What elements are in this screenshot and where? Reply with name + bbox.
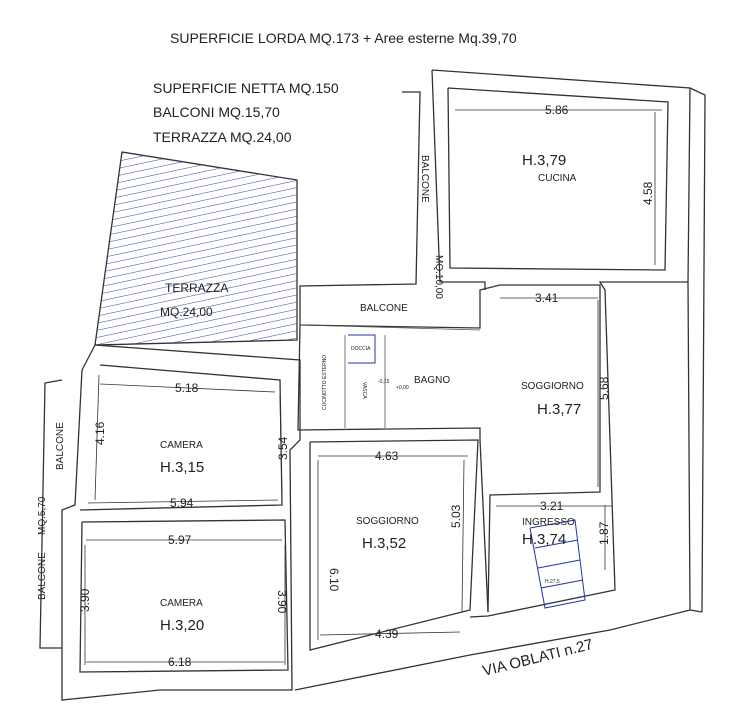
soggiorno-right-dim-width: 3.41 [535, 291, 559, 305]
room-cucina: 5.86 4.58 H.3,79 CUCINA [455, 103, 662, 265]
room-soggiorno-right: 3.41 5.68 SOGGIORNO H.3,77 [500, 291, 611, 487]
ingresso-stair: H.27,5 [545, 579, 560, 585]
ingresso-dim-height: 1.87 [597, 521, 611, 545]
gross-area-label: SUPERFICIE LORDA MQ.173 + Aree esterne M… [170, 30, 517, 46]
bagno-level2: -0,15 [378, 379, 390, 385]
camera-bottom-dim-bottom: 6.18 [168, 655, 192, 669]
cucina-height: H.3,79 [522, 152, 566, 169]
room-terrazza: TERRAZZA MQ.24,00 [94, 151, 298, 346]
soggiorno-center-height: H.3,52 [362, 535, 406, 552]
camera-bottom-dim-left: 3.90 [78, 588, 92, 612]
soggiorno-center-dim-bottom: 4.39 [375, 627, 399, 641]
net-area-label: SUPERFICIE NETTA MQ.150 [153, 80, 339, 96]
soggiorno-center-dim-top: 4.63 [375, 449, 399, 463]
terrazza-area: MQ.24,00 [160, 305, 213, 319]
balcone-left-name2: BALCONE [37, 552, 48, 600]
terrazza-name: TERRAZZA [165, 281, 228, 295]
bagno-level1: +0,00 [396, 385, 409, 391]
soggiorno-center-dim-left: 6.10 [327, 568, 341, 592]
soggiorno-right-name: SOGGIORNO [521, 381, 584, 392]
room-camera-bottom: 5.97 6.18 3.90 3.90 CAMERA H.3,20 [78, 533, 289, 669]
soggiorno-right-height: H.3,77 [537, 401, 581, 418]
camera-top-name: CAMERA [160, 440, 203, 451]
camera-top-dim-bottom: 5.94 [170, 496, 194, 510]
ingresso-name: INGRESSO [522, 517, 575, 528]
ingresso-height: H.3,74 [522, 531, 566, 548]
balcone-mid-name: BALCONE [360, 303, 408, 314]
bagno-doccia: DOCCIA [351, 346, 371, 352]
soggiorno-center-dim-right: 5.03 [449, 504, 463, 528]
camera-bottom-height: H.3,20 [160, 617, 204, 634]
balcone-cucina-area: MQ.10,00 [433, 255, 444, 299]
balcone-cucina-name: BALCONE [419, 155, 430, 203]
cucina-name: CUCINA [538, 173, 577, 184]
bagno-name: BAGNO [414, 375, 450, 386]
camera-top-dim-left: 4.16 [93, 421, 107, 445]
bagno-cavedio: CUCINOTTO ESTERNO [322, 355, 328, 410]
room-bagno: BAGNO DOCCIA VASCA CUCINOTTO ESTERNO +0,… [322, 346, 450, 410]
camera-top-dim-top: 5.18 [175, 381, 199, 395]
camera-bottom-dim-right: 3.90 [275, 590, 289, 614]
terrace-area-label: TERRAZZA MQ.24,00 [153, 129, 292, 145]
soggiorno-center-name: SOGGIORNO [356, 516, 419, 527]
camera-bottom-name: CAMERA [160, 598, 203, 609]
room-ingresso: 3.21 1.87 INGRESSO H.3,74 H.27,5 [496, 499, 612, 585]
bagno-vasca: VASCA [361, 382, 367, 399]
balconies-area-label: BALCONI MQ.15,70 [153, 104, 280, 120]
cucina-dim-width: 5.86 [545, 103, 569, 117]
ingresso-dim-width: 3.21 [540, 499, 564, 513]
room-soggiorno-center: 4.63 4.39 6.10 5.03 SOGGIORNO H.3,52 [317, 449, 468, 641]
cucina-dim-height: 4.58 [641, 181, 655, 205]
camera-bottom-dim-top: 5.97 [168, 533, 192, 547]
soggiorno-right-dim-height: 5.68 [597, 376, 611, 400]
balcone-left-name: BALCONE [55, 422, 66, 470]
room-camera-top: 5.18 5.94 4.16 3.54 CAMERA H.3,15 [87, 374, 290, 510]
building-walls [39, 69, 706, 701]
balcone-left-area: MQ.5,70 [37, 496, 48, 535]
camera-top-height: H.3,15 [160, 459, 204, 476]
camera-top-dim-right: 3.54 [276, 436, 290, 460]
